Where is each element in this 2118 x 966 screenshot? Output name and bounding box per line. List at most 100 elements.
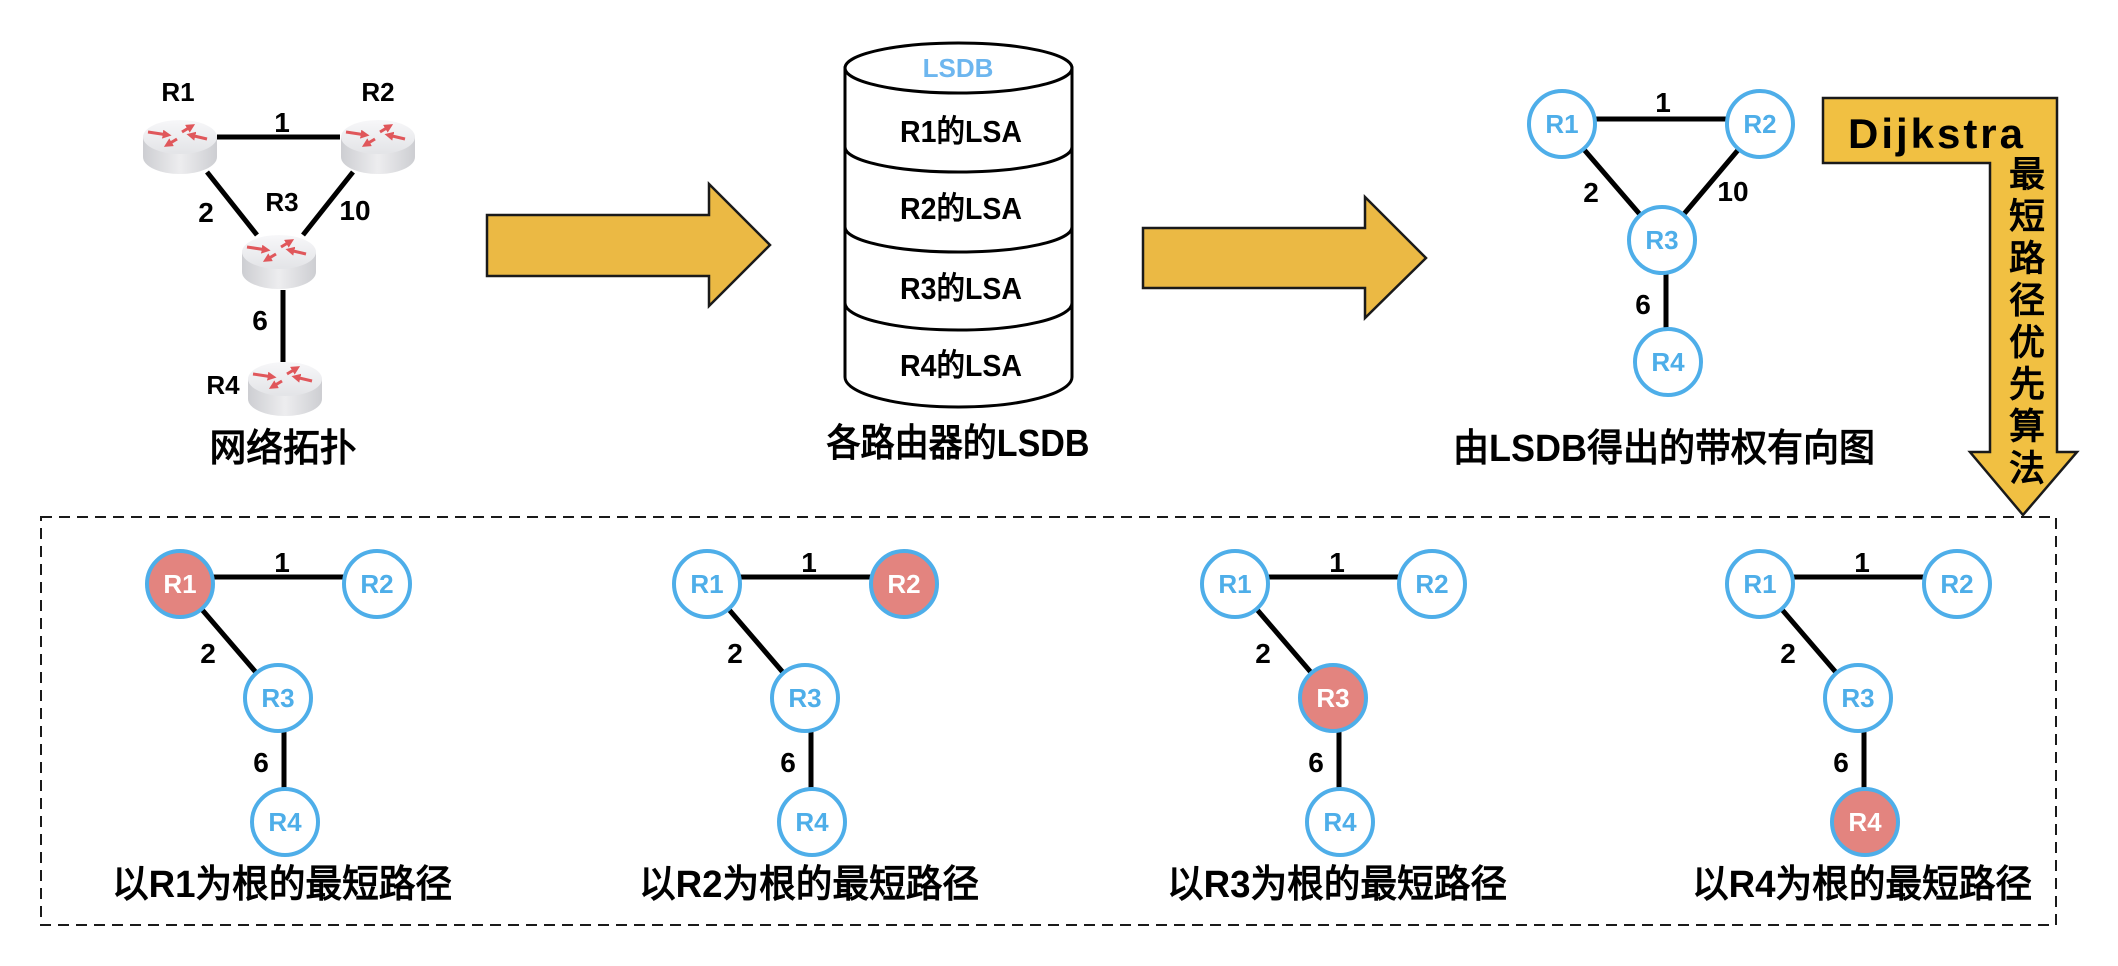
node-circle [145,549,215,619]
edge-weight: 2 [727,638,743,669]
link-cost-r3-r4: 6 [252,305,268,336]
edge-weight: 2 [200,638,216,669]
node-label: R3 [788,683,821,713]
router-label-r3: R3 [265,187,298,217]
node-circle [1627,205,1697,275]
tree-node-r1: R1 [1200,549,1270,619]
node-circle [1922,549,1992,619]
node-circle [672,549,742,619]
edge-weight: 2 [1583,177,1599,208]
edge-weight: 6 [1833,747,1849,778]
node-label: R1 [163,569,196,599]
node-label: R1 [1743,569,1776,599]
node-circle [1633,327,1703,397]
lsdb-title: LSDB [923,53,994,83]
lsdb-caption: 各路由器的LSDB [827,422,1090,465]
weighted-graph-caption: 由LSDB得出的带权有向图 [1453,428,1875,470]
tree-node-r4: R4 [250,787,320,857]
tree-node-r2: R2 [1397,549,1467,619]
node-circle [1200,549,1270,619]
node-circle [1823,663,1893,733]
node-circle [770,663,840,733]
edge-weight: 1 [1329,547,1345,578]
node-label: R2 [887,569,920,599]
router-label-r4: R4 [206,370,240,400]
lsdb-entry: R1的LSA [900,114,1022,149]
edge-weight: 6 [780,747,796,778]
edge-weight: 1 [801,547,817,578]
node-label: R3 [1316,683,1349,713]
spf-tree-r4: 1 2 6 R1 R2 R3 R4 以R4为根的最短路径 [1692,547,2032,906]
link-r1-r3 [205,170,259,237]
lsdb-entry: R4的LSA [900,348,1022,383]
router-icon [341,120,415,174]
node-label: R1 [690,569,723,599]
node-label: R2 [1743,109,1776,139]
link-cost-r2-r3: 10 [339,195,370,226]
down-arrow-icon [1821,96,2080,517]
right-arrow-icon [1141,193,1428,321]
node-circle [1298,663,1368,733]
node-circle [342,549,412,619]
spf-tree-caption: 以R3为根的最短路径 [1167,864,1507,906]
edge-weight: 6 [253,747,269,778]
node-circle [1725,89,1795,159]
link-cost-r1-r2: 1 [274,107,290,138]
node-label: R4 [795,807,829,837]
tree-node-r2: R2 [342,549,412,619]
tree-node-r1: R1 [1725,549,1795,619]
node-label: R2 [1415,569,1448,599]
router-icon [248,362,322,416]
graph-node-r3: R3 [1627,205,1697,275]
spf-tree-r3: 1 2 6 R1 R2 R3 R4 以R3为根的最短路径 [1167,547,1507,906]
lsdb-entry: R2的LSA [900,191,1022,226]
tree-node-r3: R3 [243,663,313,733]
router-icon [143,120,217,174]
node-label: R4 [268,807,302,837]
tree-node-r4: R4 [1305,787,1375,857]
node-circle [1830,787,1900,857]
edge-weight: 2 [1255,638,1271,669]
weighted-graph: 1 2 10 6 R1 R2 R3 R4 由LSDB得出的带权有向图 [1453,87,1875,470]
node-label: R4 [1848,807,1882,837]
node-label: R1 [1218,569,1251,599]
link-cost-r1-r3: 2 [198,197,214,228]
edge-weight: 6 [1635,289,1651,320]
edge-weight: 1 [1655,87,1671,118]
node-label: R2 [360,569,393,599]
edge-weight: 1 [1854,547,1870,578]
node-circle [250,787,320,857]
database-icon [843,66,1074,409]
node-circle [1397,549,1467,619]
spf-tree-caption: 以R1为根的最短路径 [112,864,452,906]
graph-node-r2: R2 [1725,89,1795,159]
spf-results-frame [40,516,2057,926]
router-label-r1: R1 [161,77,194,107]
node-label: R1 [1545,109,1578,139]
right-arrow-icon [485,180,772,310]
algorithm-description: 最短路径优先算法 [2003,155,2044,491]
node-circle [869,549,939,619]
graph-node-r1: R1 [1527,89,1597,159]
node-circle [1725,549,1795,619]
lsdb-divider [843,146,1074,174]
lsdb-database: LSDB R1的LSA R2的LSA R3的LSA R4的LSA 各路由器的LS… [827,41,1090,465]
network-topology: R1 R2 R3 R4 1 2 10 6 网络拓扑 [143,77,415,470]
root-node: R3 [1298,663,1368,733]
node-label: R4 [1323,807,1357,837]
database-top [843,41,1074,95]
edge-weight: 1 [274,547,290,578]
node-circle [243,663,313,733]
root-node: R4 [1830,787,1900,857]
topology-caption: 网络拓扑 [210,427,357,470]
edge-weight: 2 [1780,638,1796,669]
tree-node-r2: R2 [1922,549,1992,619]
spf-tree-r1: 1 2 6 R1 R2 R3 R4 以R1为根的最短路径 [112,547,452,906]
tree-node-r3: R3 [1823,663,1893,733]
router-icon [242,235,316,289]
tree-node-r4: R4 [777,787,847,857]
node-circle [777,787,847,857]
node-label: R3 [261,683,294,713]
